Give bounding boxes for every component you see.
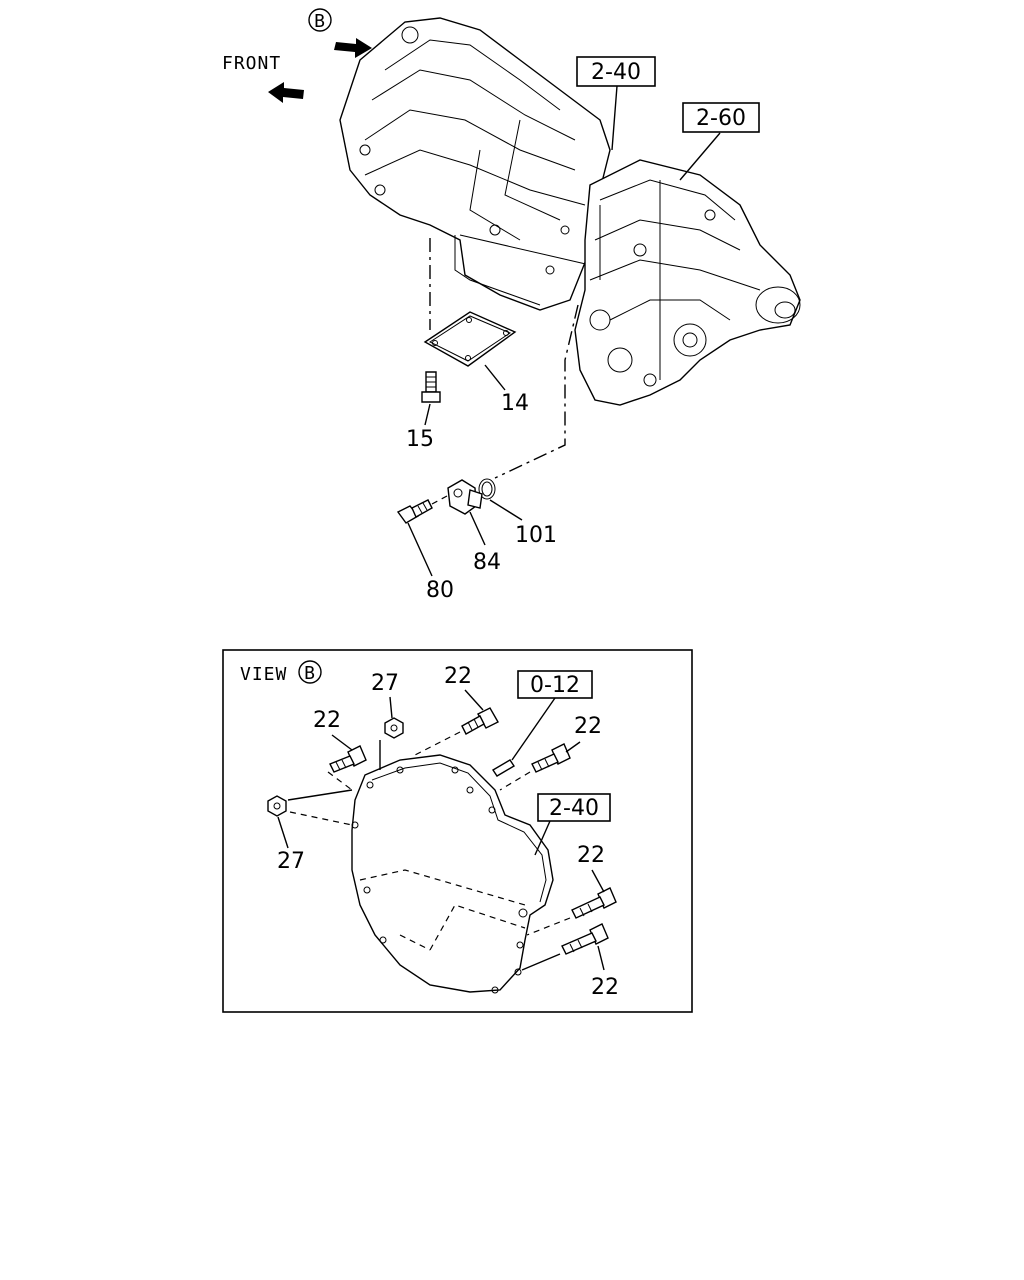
clutch-housing [351,754,554,994]
bolt-22-left [329,745,367,773]
callout-101: 101 [515,523,557,548]
ref-box-2-60: 2-60 [682,102,760,133]
view-b-title-marker: B [304,663,316,684]
front-label: FRONT [222,53,281,74]
callout-22-right-top: 22 [577,843,605,868]
callout-27-top: 27 [371,671,399,696]
svg-text:2-40: 2-40 [591,60,641,85]
nut-27-left [267,795,287,817]
bolt-22-right-bot [561,923,609,955]
svg-text:0-12: 0-12 [530,673,580,698]
dowel-pin [492,759,515,777]
bolt-15 [421,371,441,403]
view-b-panel: VIEW B 27 [222,649,693,1013]
callout-22-right-bot: 22 [591,975,619,1000]
top-assembly-view: B FRONT [222,8,801,603]
bolt-22-top [461,707,499,735]
front-arrow-icon [268,82,304,103]
transmission-assembly [339,17,801,406]
o-ring-101 [478,478,496,500]
drain-plug-84 [447,479,483,515]
callout-22-mid: 22 [574,714,602,739]
callout-15: 15 [406,427,434,452]
callout-80: 80 [426,578,454,603]
ref-box-0-12: 0-12 [517,670,593,699]
cover-plate-14 [423,311,517,367]
ref-box-2-40-top: 2-40 [576,56,656,87]
bolt-22-right-top [571,887,617,919]
view-b-marker: B [308,8,332,32]
ref-box-2-40-view: 2-40 [537,793,611,822]
callout-22-left: 22 [313,708,341,733]
view-b-letter: B [314,11,326,32]
callout-14: 14 [501,391,529,416]
svg-text:2-40: 2-40 [549,796,599,821]
view-b-title: VIEW [240,664,287,685]
bolt-80 [396,499,433,524]
callout-27-left: 27 [277,849,305,874]
callout-84: 84 [473,550,501,575]
bolt-22-mid [531,743,571,773]
nut-27-top [384,717,404,739]
view-b-arrow-icon [334,38,372,58]
callout-22-top: 22 [444,664,472,689]
svg-text:2-60: 2-60 [696,106,746,131]
